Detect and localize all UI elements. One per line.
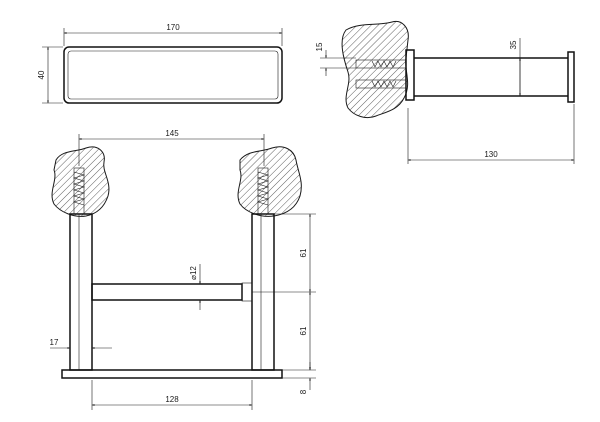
front-view: 145 ⌀12 61 61 8 17 128 xyxy=(50,129,316,410)
left-wall-section xyxy=(51,146,110,217)
top-plate-inner xyxy=(67,50,279,100)
dim-label-rod-diameter: ⌀12 xyxy=(189,266,198,280)
dim-label-128: 128 xyxy=(165,395,179,404)
left-post xyxy=(69,213,93,371)
dim-label-130: 130 xyxy=(484,150,498,159)
right-wall-section xyxy=(237,146,302,217)
side-end-cap xyxy=(567,51,575,103)
dim-label-15: 15 xyxy=(315,42,324,51)
side-view: 35 15 130 xyxy=(315,20,575,164)
dim-label-35: 35 xyxy=(509,40,518,49)
base-plate xyxy=(61,369,283,379)
dim-label-145: 145 xyxy=(165,129,179,138)
dim-label-170: 170 xyxy=(166,23,180,32)
dim-label-61-upper: 61 xyxy=(299,248,308,257)
rod-end xyxy=(241,282,253,302)
dim-label-8: 8 xyxy=(299,389,308,394)
dim-label-40: 40 xyxy=(37,70,46,79)
top-view: 170 40 xyxy=(37,23,283,104)
top-plate-outline xyxy=(63,46,283,104)
dim-label-17: 17 xyxy=(50,338,59,347)
side-wall-section xyxy=(341,20,409,119)
dim-label-61-lower: 61 xyxy=(299,326,308,335)
holder-rod xyxy=(91,283,243,301)
side-mount-plate xyxy=(405,49,415,101)
